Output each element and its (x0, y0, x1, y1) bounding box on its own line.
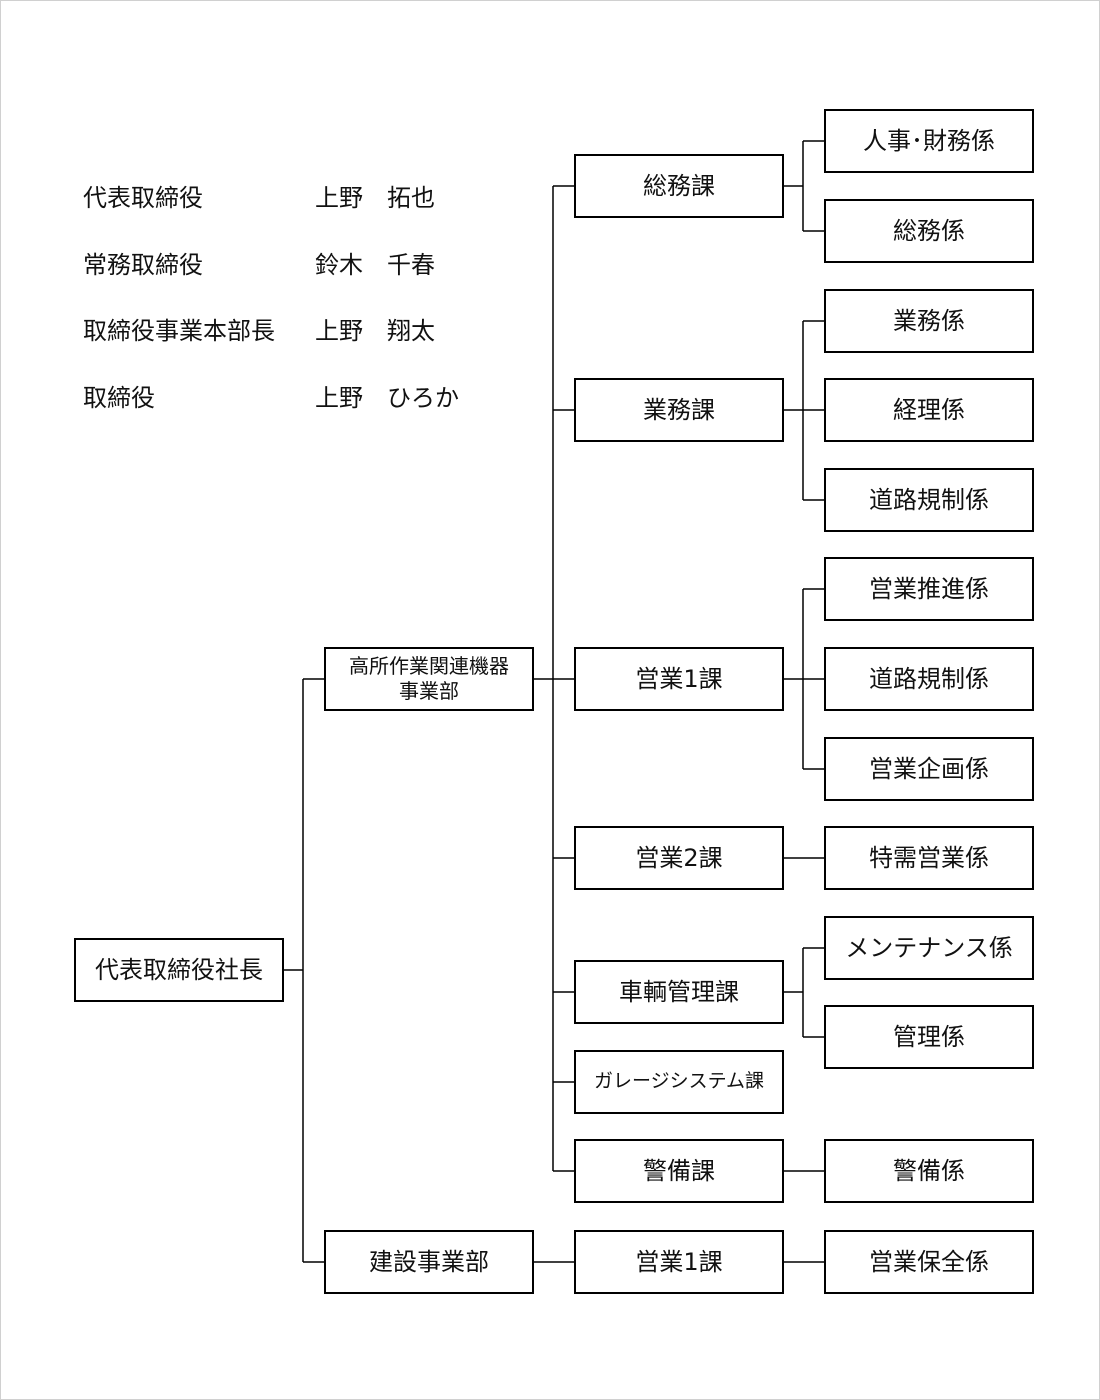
executive-row: 取締役事業本部長 上野 翔太 (1, 311, 561, 351)
section-box: 警備課 (574, 1139, 784, 1203)
unit-box: 業務係 (824, 289, 1034, 353)
unit-box: 道路規制係 (824, 468, 1034, 532)
unit-box: 営業保全係 (824, 1230, 1034, 1294)
executive-title: 取締役 (83, 384, 155, 412)
section-box: 車輌管理課 (574, 960, 784, 1024)
unit-box: 道路規制係 (824, 647, 1034, 711)
executive-title: 常務取締役 (83, 251, 203, 279)
executive-name: 上野 拓也 (315, 184, 435, 212)
section-box: ガレージシステム課 (574, 1050, 784, 1114)
executive-row: 常務取締役 鈴木 千春 (1, 245, 561, 285)
executive-title: 代表取締役 (83, 184, 203, 212)
section-box: 営業2課 (574, 826, 784, 890)
section-box: 営業1課 (574, 647, 784, 711)
unit-box: メンテナンス係 (824, 916, 1034, 980)
root-box: 代表取締役社長 (74, 938, 284, 1002)
division-box: 建設事業部 (324, 1230, 534, 1294)
executive-row: 取締役 上野 ひろか (1, 378, 561, 418)
section-box: 総務課 (574, 154, 784, 218)
unit-box: 総務係 (824, 199, 1034, 263)
unit-box: 警備係 (824, 1139, 1034, 1203)
unit-box: 特需営業係 (824, 826, 1034, 890)
executive-name: 上野 ひろか (315, 384, 459, 412)
section-box: 業務課 (574, 378, 784, 442)
unit-box: 管理係 (824, 1005, 1034, 1069)
executive-name: 鈴木 千春 (315, 251, 435, 279)
executive-title: 取締役事業本部長 (83, 317, 275, 345)
unit-box: 経理係 (824, 378, 1034, 442)
unit-box: 営業企画係 (824, 737, 1034, 801)
unit-box: 人事･財務係 (824, 109, 1034, 173)
executive-name: 上野 翔太 (315, 317, 435, 345)
division-box: 高所作業関連機器 事業部 (324, 647, 534, 711)
section-box: 営業1課 (574, 1230, 784, 1294)
unit-box: 営業推進係 (824, 557, 1034, 621)
executive-row: 代表取締役 上野 拓也 (1, 178, 561, 218)
